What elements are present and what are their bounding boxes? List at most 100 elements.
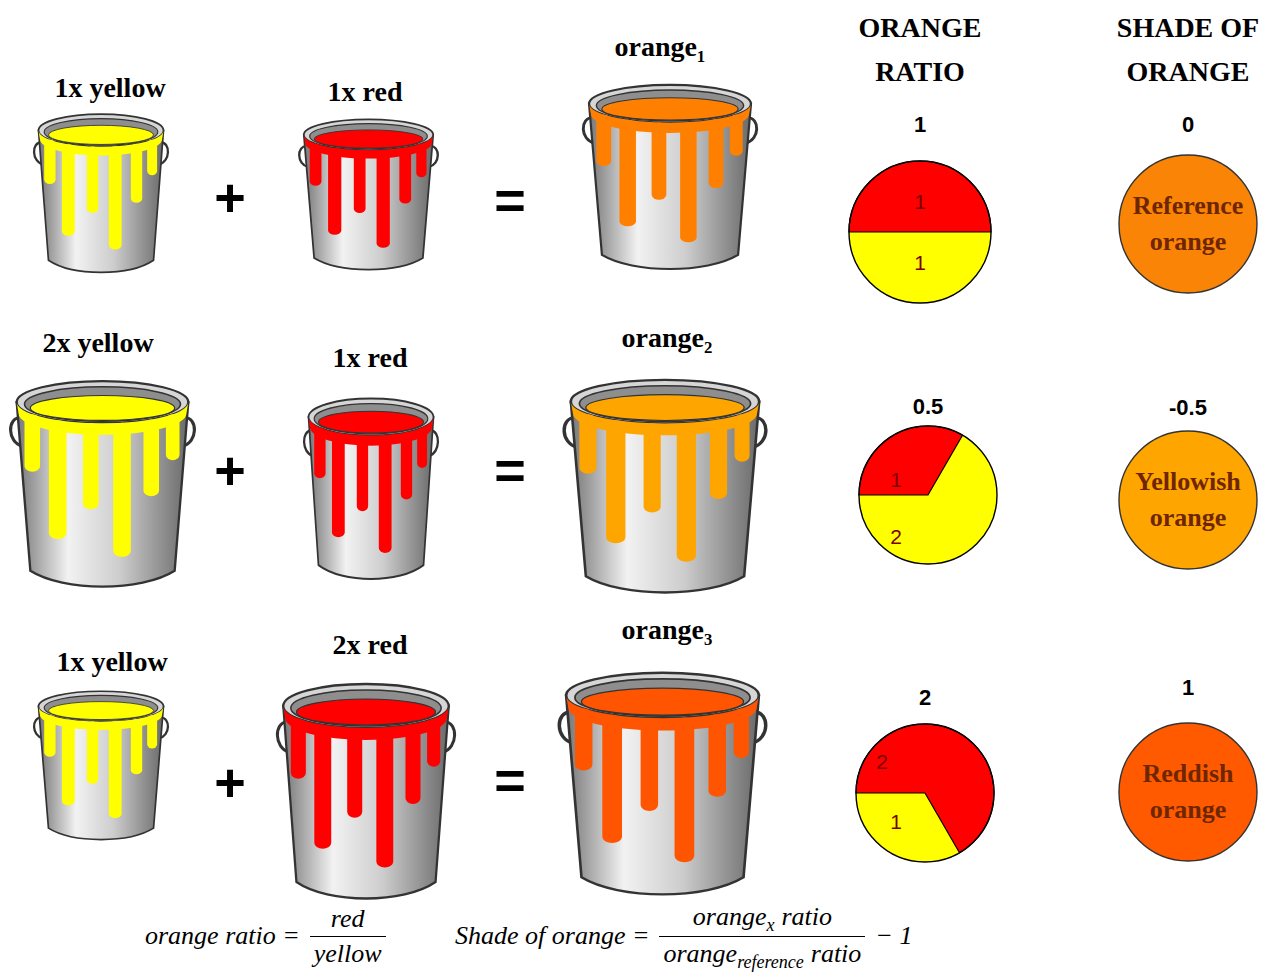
paint-drip (83, 423, 99, 509)
paint-drip (62, 144, 75, 235)
paint-drip (619, 120, 636, 226)
shade-name: Yellowish orange (1122, 464, 1254, 536)
paint-bucket (30, 676, 172, 842)
bucket-body (283, 706, 448, 899)
pie-red (849, 161, 991, 232)
fraction-bar (310, 936, 386, 937)
pie-yellow (856, 724, 994, 862)
formula: Shade of orange =orangexratioorangerefer… (455, 894, 912, 978)
paint-drip (602, 715, 622, 843)
bucket-inside (44, 119, 158, 146)
operator-sign: + (214, 440, 246, 500)
formula-term: ratio (781, 900, 832, 934)
shade-value: 1 (1118, 674, 1258, 702)
paint-surface (318, 411, 423, 433)
shade-fill (1119, 431, 1257, 569)
formula-subscript: reference (737, 945, 804, 979)
shade-circle: 0Reference orange (1118, 154, 1258, 294)
pie-outline (856, 724, 994, 862)
paint-bucket: 1x yellow (30, 676, 172, 842)
operator-sign: = (494, 440, 526, 500)
column-header: SHADE OF ORANGE (1093, 6, 1277, 94)
bucket-label: orange₁ (615, 30, 706, 64)
bucket-rim (283, 684, 448, 728)
paint-bucket: 1x yellow (30, 98, 172, 275)
ratio-pie: 221 (855, 723, 995, 863)
paint-lip (39, 130, 164, 155)
bucket-label: orange₂ (622, 321, 713, 355)
fraction-bar (659, 936, 865, 937)
pie-red (859, 426, 963, 495)
formula-term: red (331, 902, 365, 936)
paint-drip (49, 420, 67, 539)
bucket-inside (596, 90, 743, 121)
shade-fill (1119, 723, 1257, 861)
fraction-denominator: orangereferenceratio (659, 937, 865, 973)
formula-subscript: x (766, 908, 774, 942)
pie-chart (848, 160, 992, 304)
bucket-body (17, 402, 189, 586)
bucket-inside (575, 679, 750, 716)
formula-term: orange ratio = (145, 921, 300, 951)
formula: orange ratio = redyellow (145, 894, 396, 978)
paint-drip (376, 727, 393, 867)
paint-surface (314, 130, 423, 148)
pie-chart (855, 723, 995, 863)
bucket-body (304, 135, 433, 270)
paint-lip (566, 695, 759, 730)
bucket-body (566, 695, 759, 894)
pie-outline (859, 426, 997, 564)
pie-outline (849, 161, 991, 303)
paint-bucket (30, 98, 172, 275)
paint-drip (357, 435, 368, 511)
paint-bucket: orange₂ (558, 358, 772, 596)
paint-lip (283, 706, 448, 740)
bucket-body (589, 104, 751, 269)
bucket-label: 1x red (333, 341, 408, 375)
bucket-rim (589, 85, 751, 123)
shade-circle: 1Reddish orange (1118, 722, 1258, 862)
formula-term: orange (663, 937, 737, 971)
paint-drip (644, 423, 661, 512)
fraction-numerator: orangexratio (689, 900, 836, 936)
paint-bucket: 2x red (272, 662, 460, 902)
bucket-label: 2x yellow (42, 326, 153, 360)
pie-part-count: 1 (890, 809, 902, 835)
bucket-inside (314, 404, 428, 434)
ratio-value: 2 (855, 684, 995, 712)
paint-drip (62, 719, 75, 805)
paint-drip (354, 150, 366, 213)
paint-bucket: orange₁ (578, 66, 762, 272)
paint-drip (677, 423, 696, 562)
bucket-inside (44, 695, 158, 720)
bucket-label: 2x red (333, 628, 408, 662)
bucket-body (309, 417, 434, 579)
operator-sign: + (214, 752, 246, 812)
paint-drip (328, 148, 341, 235)
operator-sign: = (494, 750, 526, 810)
fraction-denominator: yellow (310, 937, 386, 971)
bucket-rim (304, 119, 433, 150)
paint-surface (581, 688, 743, 715)
paint-drip (314, 725, 331, 849)
pie-part-count: 1 (914, 250, 926, 276)
bucket-inside (25, 387, 181, 422)
paint-drip (675, 718, 695, 863)
paint-surface (602, 98, 738, 120)
ratio-value: 1 (848, 111, 992, 139)
operator-sign: + (214, 167, 246, 227)
pie-part-count: 2 (890, 524, 902, 550)
formula-term: ratio (811, 937, 862, 971)
paint-lip (589, 104, 751, 133)
paint-drip (680, 122, 697, 242)
paint-drip (109, 146, 122, 249)
pie-chart (858, 425, 998, 565)
bucket-rim (17, 381, 189, 423)
ratio-pie: 0.512 (858, 425, 998, 565)
ratio-value: 0.5 (858, 393, 998, 421)
shade-name: Reddish orange (1122, 756, 1254, 828)
paint-surface (296, 699, 435, 725)
paint-drip (347, 728, 362, 818)
shade-value: -0.5 (1118, 394, 1258, 422)
